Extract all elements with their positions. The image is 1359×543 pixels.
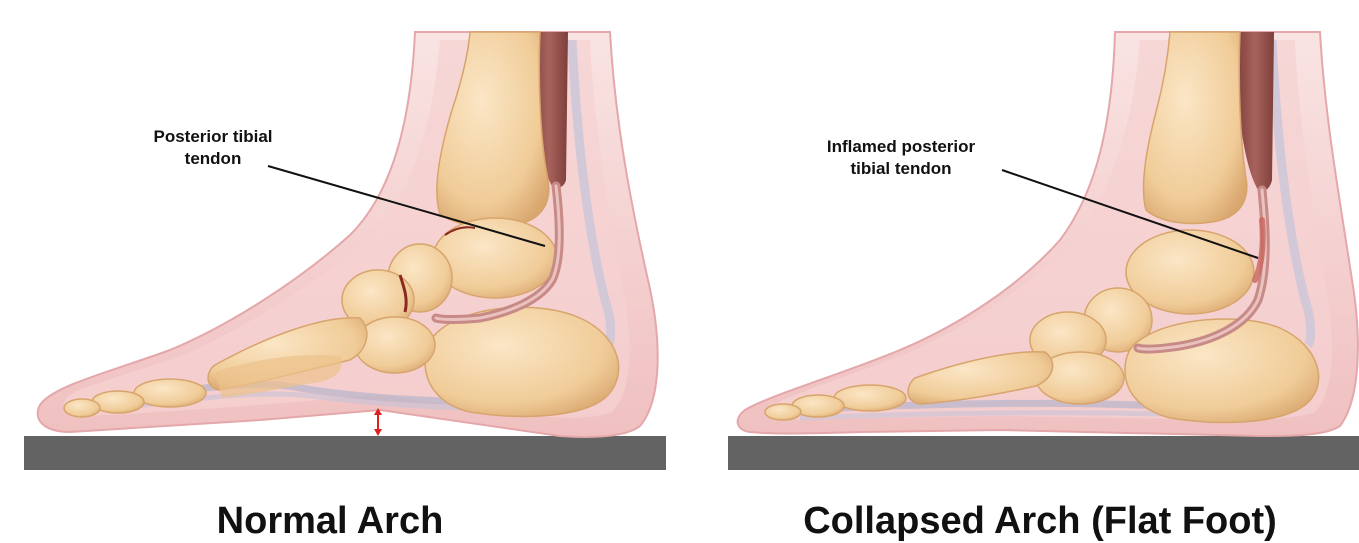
label-right-line2: tibial tendon bbox=[796, 158, 1006, 180]
ground-left bbox=[24, 436, 666, 470]
label-left-line2: tendon bbox=[128, 148, 298, 170]
flat-foot-caption: Collapsed Arch (Flat Foot) bbox=[770, 500, 1310, 543]
arch-height-arrow bbox=[374, 408, 382, 436]
normal-arch-caption: Normal Arch bbox=[180, 500, 480, 543]
flat-foot bbox=[728, 32, 1359, 470]
ground-right bbox=[728, 436, 1359, 470]
inflamed-tendon-label: Inflamed posterior tibial tendon bbox=[796, 136, 1006, 180]
posterior-tibial-tendon-label: Posterior tibial tendon bbox=[128, 126, 298, 170]
label-right-line1: Inflamed posterior bbox=[796, 136, 1006, 158]
normal-foot bbox=[24, 32, 666, 470]
label-left-line1: Posterior tibial bbox=[128, 126, 298, 148]
